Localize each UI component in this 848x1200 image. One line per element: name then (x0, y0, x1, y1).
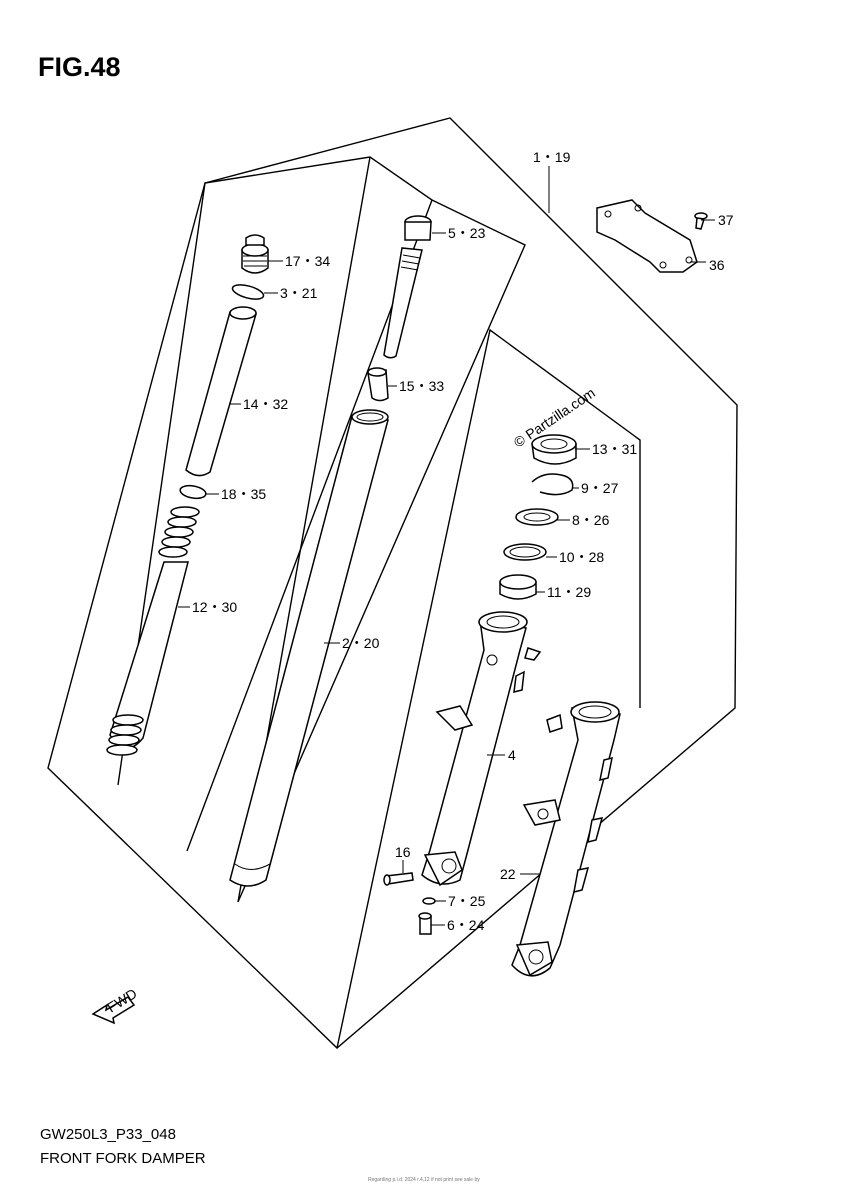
callout-37: 37 (718, 212, 734, 228)
callout-7-25: 7・25 (448, 893, 486, 909)
callout-36: 36 (709, 257, 725, 273)
callout-13-31: 13・31 (592, 441, 637, 457)
spacer-part (367, 367, 389, 402)
outer-tube-left-part (421, 611, 542, 887)
fwd-arrow-icon: FWD (91, 985, 140, 1025)
callout-11-29: 11・29 (547, 584, 591, 600)
inner-tube-part (229, 409, 389, 887)
outer-assembly-boundary (47, 117, 738, 1049)
figure-label: FIG.48 (38, 52, 121, 82)
callout-1-19: 1・19 (533, 149, 571, 165)
snap-ring-part (531, 473, 574, 496)
callout-15-33: 15・33 (399, 378, 444, 394)
gasket-part (422, 897, 436, 905)
oil-seal-washer-part (515, 508, 559, 526)
outer-tube-right-part (511, 701, 621, 977)
callout-17-34: 17・34 (285, 253, 330, 269)
leader-lines (178, 166, 715, 926)
callout-9-27: 9・27 (581, 480, 619, 496)
cap-bolt-part (241, 234, 269, 274)
callout-16: 16 (395, 844, 411, 860)
callout-4: 4 (508, 747, 516, 763)
callout-12-30: 12・30 (192, 599, 237, 615)
callout-2-20: 2・20 (342, 635, 380, 651)
callout-5-23: 5・23 (448, 225, 486, 241)
callout-18-35: 18・35 (221, 486, 266, 502)
model-code: GW250L3_P33_048 (40, 1126, 176, 1143)
inner-group-boundary-4 (336, 328, 641, 1049)
damper-spring-part (106, 506, 200, 756)
bolt-6-part (418, 912, 432, 935)
callout-3-21: 3・21 (280, 285, 318, 301)
callout-6-24: 6・24 (447, 917, 485, 933)
callout-10-28: 10・28 (559, 549, 604, 565)
oil-seal-part (531, 434, 577, 465)
callout-8-26: 8・26 (572, 512, 610, 528)
bracket-part (596, 199, 698, 273)
cylinder-part (185, 306, 257, 477)
callout-22: 22 (500, 866, 516, 882)
guide-metal-part (503, 543, 547, 561)
o-ring-part (231, 284, 265, 300)
footer-note: Regarding p.i.d. 2024 r.4,12 if not prin… (368, 1177, 480, 1183)
damper-rod-part (383, 215, 432, 359)
slide-metal-part (499, 574, 537, 600)
screw-part (694, 212, 708, 230)
washer-part (179, 484, 207, 500)
callout-14-32: 14・32 (243, 396, 288, 412)
diagram-title: FRONT FORK DAMPER (40, 1150, 206, 1167)
inner-group-boundary-3 (237, 199, 526, 903)
bolt-16-part (383, 872, 414, 886)
